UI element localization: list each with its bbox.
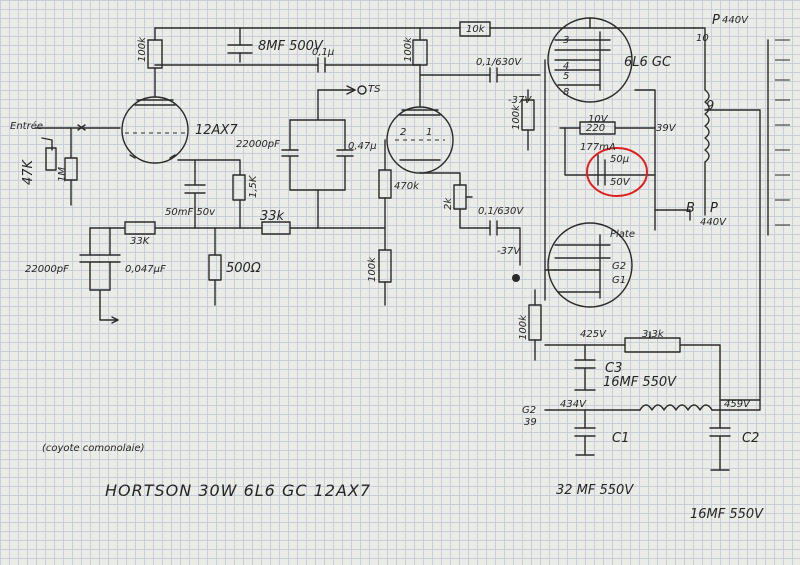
label-tonestack-c1: 22000pF [236, 139, 280, 150]
label-r-100k-v2b: 100k [367, 257, 378, 282]
label-tube-v1: 12AX7 [195, 123, 238, 138]
resistor-33k-drop [124, 221, 156, 235]
resistor-100k-v2b [378, 249, 392, 283]
schematic-title: HORTSON 30W 6L6 GC 12AX7 [105, 481, 372, 500]
label-r-bottom-grid: 100k [518, 315, 529, 340]
label-pin2: 2 [400, 127, 407, 138]
label-pot-2k: 2k [443, 197, 454, 210]
label-out-p-bottom-v: 440V [700, 217, 726, 228]
label-c3-value: 16MF 550V [603, 375, 677, 390]
label-g2: G2 [522, 405, 537, 416]
label-out-b: B [686, 201, 695, 216]
label-c-coupling-top: 0,1/630V [476, 57, 522, 68]
resistor-plate-v2 [412, 39, 428, 66]
fx-output-jack[interactable] [357, 85, 367, 95]
label-tube-top: 6L6 GC [624, 55, 672, 70]
label-r-cathode-v1: 1,5K [248, 175, 259, 198]
label-r-220: 220 [586, 123, 606, 134]
tube-6l6-bottom [547, 222, 633, 308]
label-c1-value: 32 MF 550V [556, 483, 634, 498]
label-r-plate-v1: 100k [137, 37, 148, 62]
resistor-500 [208, 254, 222, 281]
resistor-3k3 [624, 337, 681, 353]
label-filter-c-b: 0,047µF [125, 264, 166, 275]
label-r-input-grid: 1M [57, 167, 68, 182]
label-tube-bottom-g1: G1 [612, 275, 627, 286]
label-pin1: 1 [426, 127, 433, 138]
label-out-9: 9 [706, 99, 715, 114]
label-out-10: 10 [696, 33, 709, 44]
label-v-434: 434V [560, 399, 586, 410]
resistor-470k [378, 169, 392, 199]
label-cathode-current: 177mA [580, 142, 616, 153]
label-tube-bottom: Plate [610, 229, 636, 240]
label-tonestack-c2: 0,47µ [348, 141, 377, 152]
label-r-470k: 470k [394, 181, 419, 192]
label-c-filter-top: 8MF 500V [258, 39, 323, 54]
label-c1: C1 [612, 431, 630, 446]
label-c-cathode-power: 50µ [610, 154, 630, 165]
label-r-ts-33k: 33k [260, 209, 285, 224]
label-fx-out: TS [368, 84, 381, 95]
label-c-cathode-v1: 50mF 50v [165, 207, 216, 218]
label-out-p-top-v: 440V [722, 15, 748, 26]
label-r-cathode-500: 500Ω [226, 261, 261, 276]
label-v-425: 425V [580, 329, 606, 340]
label-v-459: 459V [724, 399, 750, 410]
label-c-coupling-v1: 0,1µ [312, 47, 335, 58]
note: (coyote comonolaie) [42, 443, 145, 454]
tube-v1-envelope [121, 96, 189, 164]
label-r-plate-v2: 100k [403, 37, 414, 62]
label-c2-value: 16MF 550V [690, 507, 764, 522]
label-out-p-top: P [712, 13, 720, 28]
input-pot [45, 147, 57, 171]
label-out-p-bottom: P [710, 201, 718, 216]
label-pin5: 5 [563, 71, 570, 82]
pot-2k[interactable] [453, 184, 467, 210]
label-r-grid-top: 100k [511, 105, 522, 130]
label-pot-input: 47K [21, 159, 36, 185]
label-r-3k3: 3,3k [642, 329, 664, 340]
label-r-10k-top: 10k [466, 24, 485, 35]
label-g2-sub: 39 [524, 417, 537, 428]
label-r-220-power: 10V [588, 114, 608, 125]
highlight-circle [586, 147, 648, 197]
resistor-grid-bottom [528, 304, 542, 341]
label-c-cathode-power-v: 50V [610, 177, 630, 188]
label-bias-neg: -37V [497, 246, 521, 257]
label-cathode-v: 39V [656, 123, 676, 134]
label-filter-c-a: 22000pF [25, 264, 69, 275]
label-r-dropping: 33K [130, 236, 150, 247]
resistor-10k [459, 21, 491, 37]
resistor-plate-v1 [147, 39, 163, 69]
label-pin8: 8 [563, 87, 570, 98]
resistor-cathode-v1 [232, 174, 246, 201]
label-c-coupling-v2: 0,1/630V [478, 206, 524, 217]
label-input: Entrée [10, 121, 43, 132]
label-c2: C2 [742, 431, 760, 446]
label-tube-bottom-g2: G2 [612, 261, 627, 272]
label-pin4: 4 [563, 61, 570, 72]
label-pin3: 3 [563, 35, 570, 46]
label-c3: C3 [605, 361, 623, 376]
label-bias-top: -37V [508, 95, 532, 106]
